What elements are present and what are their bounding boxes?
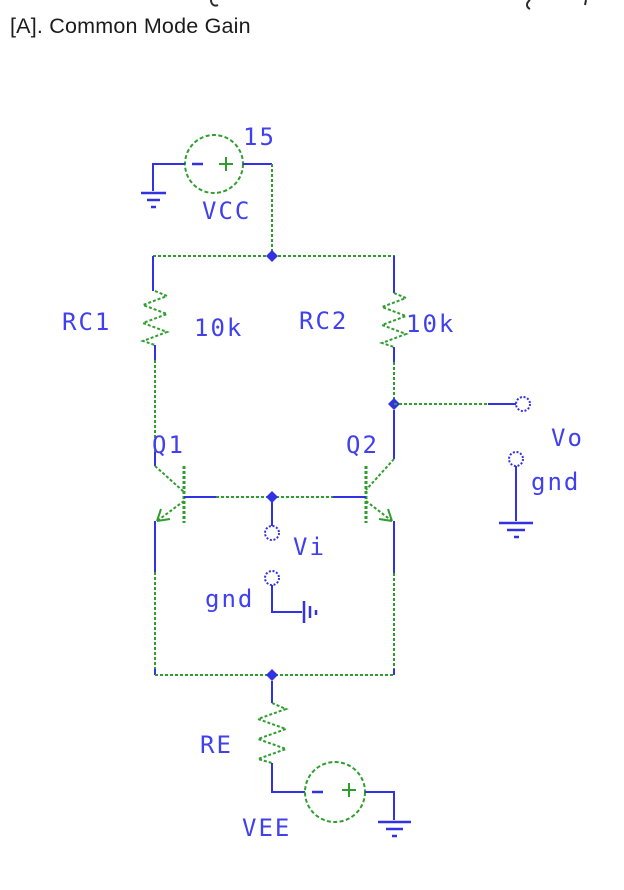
vee-source: VEE xyxy=(242,761,366,842)
plus-icon xyxy=(342,783,356,797)
vcc-value-label: 15 xyxy=(243,123,276,151)
re-label: RE xyxy=(200,731,233,759)
ground-icon xyxy=(302,601,318,623)
rc1-label: RC1 xyxy=(62,308,111,336)
resistor-re: RE xyxy=(200,702,289,764)
gnd-in-label: gnd xyxy=(205,585,254,613)
ground-icon xyxy=(378,820,411,838)
resistor-rc1: RC1 10k xyxy=(62,290,243,346)
vee-label: VEE xyxy=(242,814,291,842)
ground-icon xyxy=(499,521,533,539)
transistor-q1: Q1 xyxy=(152,431,186,523)
q1-label: Q1 xyxy=(152,431,185,459)
clipped-text-remnants xyxy=(210,0,587,10)
emitter-arrow-icon xyxy=(156,508,171,522)
vcc-label: VCC xyxy=(202,197,251,225)
emitter-arrow-icon xyxy=(378,508,393,522)
vi-label: Vi xyxy=(293,533,326,561)
vo-terminal xyxy=(515,396,531,412)
input-ground-reference: gnd xyxy=(205,570,318,623)
transistor-q2: Q2 xyxy=(346,431,395,523)
plus-icon xyxy=(219,157,233,171)
ground-icon xyxy=(141,191,166,209)
gnd-out-label: gnd xyxy=(531,468,580,496)
gnd-out-terminal xyxy=(508,451,524,467)
gnd-in-terminal xyxy=(264,570,280,586)
gnd-in-wire xyxy=(271,585,302,613)
q2-label: Q2 xyxy=(346,431,379,459)
resistor-rc2: RC2 10k xyxy=(299,292,455,348)
junction-dot xyxy=(266,250,278,262)
junction-dot xyxy=(266,669,278,681)
output-ground-reference: gnd xyxy=(499,451,580,539)
junction-dot xyxy=(266,491,278,503)
vcc-source: 15 VCC xyxy=(184,123,276,225)
q1-collector-stroke xyxy=(154,465,185,493)
rc2-label: RC2 xyxy=(299,307,348,335)
q2-emitter-stroke xyxy=(365,500,393,522)
q2-collector-stroke xyxy=(365,458,395,491)
vcc-ground-wire xyxy=(152,163,185,191)
re-to-vee-wire xyxy=(271,763,305,793)
page-title: [A]. Common Mode Gain xyxy=(10,14,251,38)
vi-terminal xyxy=(264,525,280,541)
vo-label: Vo xyxy=(551,424,584,452)
q1-emitter-stroke xyxy=(156,500,185,522)
rc1-value-label: 10k xyxy=(194,314,243,342)
rc2-value-label: 10k xyxy=(406,310,455,338)
vee-ground-wire xyxy=(365,791,395,820)
